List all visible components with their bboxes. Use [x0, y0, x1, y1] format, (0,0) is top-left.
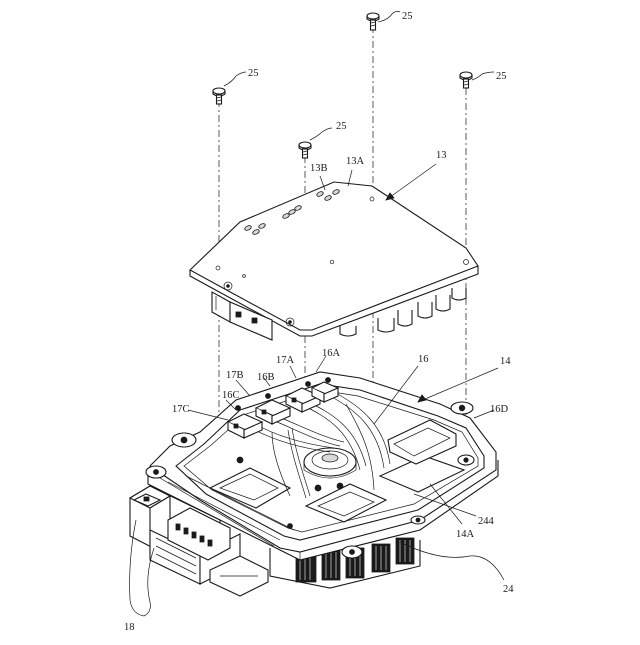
- label-25-mid: 25: [336, 121, 347, 132]
- cover-plate: [190, 182, 478, 340]
- label-16: 16: [418, 354, 429, 365]
- label-14: 14: [500, 356, 511, 367]
- label-16A: 16A: [322, 348, 341, 359]
- screw-top: [367, 13, 379, 30]
- label-25-left: 25: [248, 68, 259, 79]
- label-244: 244: [478, 516, 495, 527]
- screw-left: [213, 88, 225, 104]
- label-17A: 17A: [276, 355, 295, 366]
- label-14A: 14A: [456, 529, 475, 540]
- screw-right: [460, 72, 472, 88]
- label-17C: 17C: [172, 404, 190, 415]
- label-24: 24: [503, 584, 514, 595]
- label-16B: 16B: [257, 372, 275, 383]
- label-16C: 16C: [222, 390, 240, 401]
- label-13: 13: [436, 150, 447, 161]
- label-25-top: 25: [402, 11, 413, 22]
- label-13B: 13B: [310, 163, 328, 174]
- label-16D: 16D: [490, 404, 509, 415]
- label-25-right: 25: [496, 71, 507, 82]
- label-13A: 13A: [346, 156, 365, 167]
- label-18: 18: [124, 622, 135, 633]
- label-17B: 17B: [226, 370, 244, 381]
- screw-mid: [299, 142, 311, 158]
